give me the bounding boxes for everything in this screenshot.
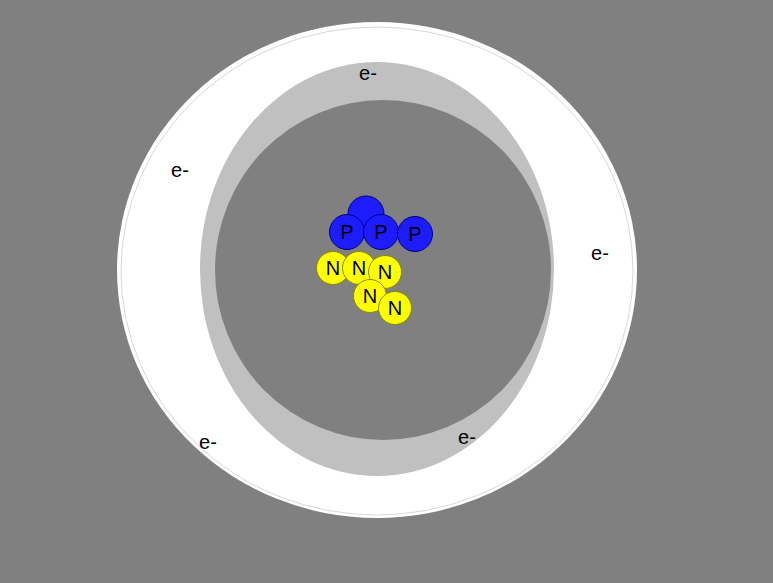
neutron-circle: N bbox=[378, 291, 412, 325]
particle-text-box: P bbox=[329, 214, 365, 250]
particle-shape bbox=[330, 215, 365, 250]
electron-label: e- bbox=[171, 160, 189, 180]
particle-shape bbox=[398, 217, 433, 252]
electron-label: e- bbox=[591, 243, 609, 263]
particle-letter: N bbox=[378, 262, 392, 282]
particle-shape bbox=[364, 215, 399, 250]
neutron-circle: N bbox=[368, 255, 402, 289]
particle-letter: N bbox=[352, 258, 366, 278]
neutron-circle: N bbox=[342, 251, 376, 285]
neutron-circle: N bbox=[316, 251, 350, 285]
particle-text-box: P bbox=[397, 216, 433, 252]
particle-letter: P bbox=[374, 222, 387, 242]
outer-shell-edge bbox=[121, 27, 633, 515]
particle-text-box: N bbox=[353, 279, 387, 313]
proton-circle: P bbox=[329, 214, 365, 250]
particle-text-box: N bbox=[316, 251, 350, 285]
inner-shell bbox=[200, 62, 554, 476]
particle-text-box: N bbox=[378, 291, 412, 325]
nucleus-region bbox=[215, 100, 551, 440]
electron-label: e- bbox=[199, 432, 217, 452]
particle-letter: N bbox=[363, 286, 377, 306]
proton-circle: P bbox=[397, 216, 433, 252]
particle-text-box: N bbox=[342, 251, 376, 285]
outer-shell bbox=[117, 22, 637, 518]
particle-letter: N bbox=[388, 298, 402, 318]
proton-circle: P bbox=[363, 214, 399, 250]
particle-letter: P bbox=[408, 224, 421, 244]
particle-shape bbox=[379, 292, 412, 325]
electron-label: e- bbox=[458, 427, 476, 447]
particle-letter: P bbox=[340, 222, 353, 242]
particle-letter: N bbox=[326, 258, 340, 278]
particle-text-box: P bbox=[363, 214, 399, 250]
particle-text-box: N bbox=[368, 255, 402, 289]
electron-label: e- bbox=[359, 63, 377, 83]
neutron-circle: N bbox=[353, 279, 387, 313]
